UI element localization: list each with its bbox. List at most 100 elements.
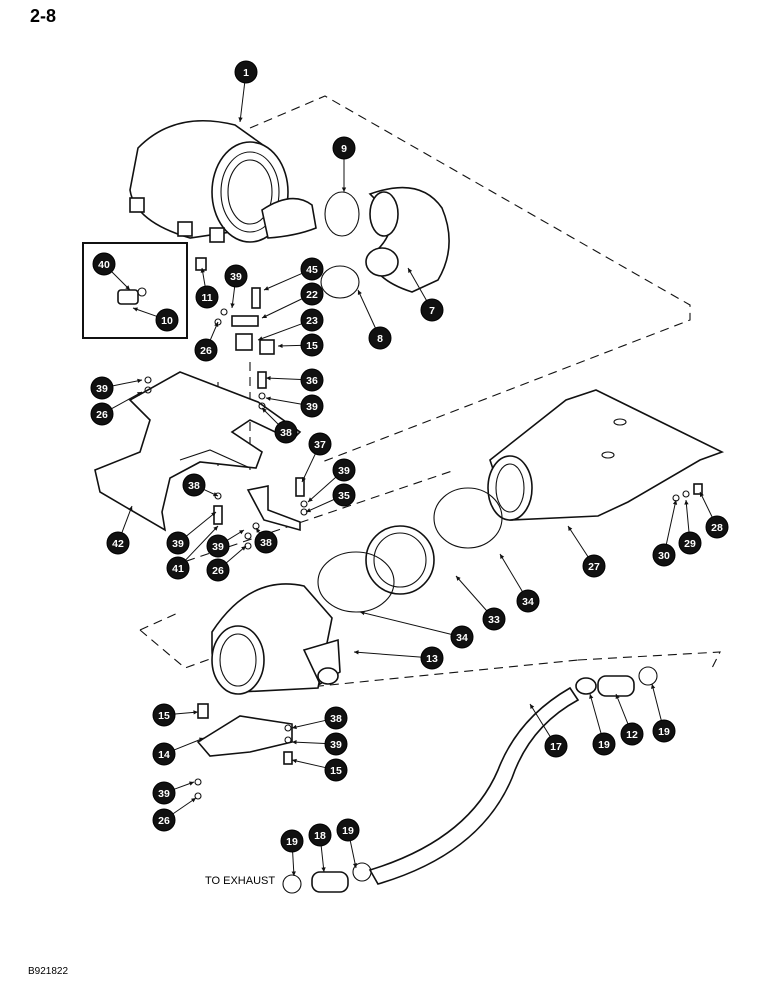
callout-arrow <box>128 506 133 511</box>
callout-arrow <box>684 500 689 505</box>
callout-arrow <box>262 408 267 413</box>
callout-arrow <box>214 322 219 327</box>
callout-number: 19 <box>598 739 610 751</box>
callout-number: 7 <box>429 305 435 317</box>
callout-arrow <box>266 376 271 381</box>
callout-c34a: 34 <box>499 553 540 613</box>
callout-c39a: 39 <box>224 264 248 309</box>
callout-number: 45 <box>306 264 318 276</box>
callout-arrow <box>262 314 267 319</box>
tube-lower <box>282 862 372 894</box>
callout-number: 13 <box>426 653 438 665</box>
lower-bracket <box>246 485 301 532</box>
callout-bubble <box>308 432 332 456</box>
callout-c9: 9 <box>332 136 356 192</box>
callout-bubble <box>152 742 176 766</box>
callout-bubble <box>582 554 606 578</box>
callout-arrow <box>500 554 505 559</box>
callout-arrow <box>291 871 296 876</box>
fasteners <box>144 257 703 800</box>
callout-bubble <box>332 483 356 507</box>
callout-bubble <box>194 338 218 362</box>
callout-arrow <box>213 492 218 497</box>
callout-number: 15 <box>330 765 342 777</box>
callout-leader <box>353 651 422 658</box>
air-intake-duct <box>487 389 725 521</box>
callout-number: 38 <box>188 480 200 492</box>
callout-leader <box>263 272 303 291</box>
callout-c41: 41 <box>166 525 219 580</box>
callout-number: 34 <box>522 596 534 608</box>
callout-bubble <box>92 252 116 276</box>
callout-leader <box>529 703 551 737</box>
callout-number: 42 <box>112 538 124 550</box>
callout-bubble <box>152 703 176 727</box>
callout-leader <box>307 476 337 503</box>
callout-bubble <box>152 808 176 832</box>
callout-c38b: 38 <box>182 473 219 497</box>
callout-arrow <box>292 724 297 730</box>
callout-bubble <box>324 758 348 782</box>
callout-c33: 33 <box>455 575 506 631</box>
callout-arrow <box>189 781 194 786</box>
callout-c19a: 19 <box>589 693 616 756</box>
callout-arrow <box>211 512 216 517</box>
callout-c17: 17 <box>529 703 568 758</box>
callout-leader <box>172 797 197 815</box>
callout-leader <box>239 82 246 123</box>
callout-leader <box>699 491 713 518</box>
callout-leader <box>665 499 677 545</box>
callout-c26c: 26 <box>206 545 247 582</box>
callout-leader <box>265 397 302 405</box>
callout-c39b: 39 <box>90 376 143 400</box>
callout-number: 18 <box>314 830 326 842</box>
callout-leader <box>261 298 303 319</box>
callout-number: 23 <box>306 315 318 327</box>
callout-leader <box>112 379 143 387</box>
exhaust-hose <box>368 686 580 885</box>
callout-number: 29 <box>684 538 696 550</box>
callout-number: 12 <box>626 729 638 741</box>
callout-c14: 14 <box>152 737 205 766</box>
callout-c40: 40 <box>92 252 131 291</box>
callout-arrow <box>357 290 362 295</box>
callout-leader <box>349 840 357 869</box>
callout-arrow <box>530 704 535 709</box>
callout-bubble <box>234 60 258 84</box>
callout-arrow <box>292 758 297 764</box>
callout-bubble <box>300 282 324 306</box>
callout-c10: 10 <box>132 307 179 332</box>
callout-number: 33 <box>488 614 500 626</box>
callout-bubble <box>592 732 616 756</box>
callout-arrow <box>615 694 620 699</box>
callout-c19d: 19 <box>336 818 360 869</box>
callout-c7: 7 <box>407 267 444 322</box>
callout-bubble <box>420 646 444 670</box>
callout-leader <box>121 505 133 533</box>
callout-c37: 37 <box>301 432 332 483</box>
callout-bubble <box>280 829 304 853</box>
callout-c30: 30 <box>652 499 678 567</box>
callout-c45: 45 <box>263 257 324 291</box>
callout-arrow <box>191 798 196 803</box>
callout-c13: 13 <box>353 646 444 670</box>
callout-arrow <box>672 500 678 505</box>
callout-leader <box>357 289 376 329</box>
clamp-rings <box>317 487 503 613</box>
callout-number: 39 <box>96 383 108 395</box>
callout-number: 37 <box>314 439 326 451</box>
callout-bubble <box>206 558 230 582</box>
callout-number: 9 <box>341 143 347 155</box>
callout-number: 15 <box>158 710 170 722</box>
callout-bubble <box>324 706 348 730</box>
callout-arrow <box>308 497 313 502</box>
callout-c28: 28 <box>699 491 729 539</box>
callout-number: 39 <box>158 788 170 800</box>
callout-arrow <box>238 117 243 122</box>
callout-number: 8 <box>377 333 383 345</box>
callout-bubble <box>224 264 248 288</box>
callout-c38c: 38 <box>254 527 278 554</box>
callout-bubble <box>274 420 298 444</box>
callout-bubble <box>368 326 392 350</box>
